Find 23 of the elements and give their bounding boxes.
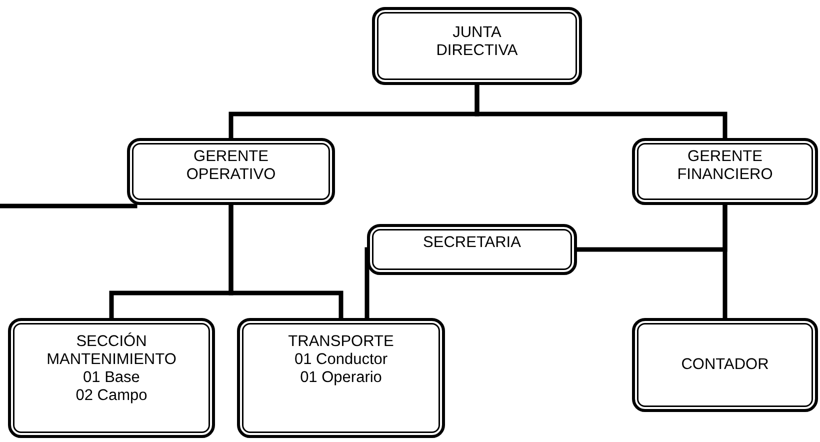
org-box (632, 318, 818, 412)
box-text: 01 Base (83, 369, 140, 387)
box-text: 02 Campo (76, 387, 148, 405)
box-text: SECRETARIA (423, 234, 521, 252)
connector-line (228, 202, 344, 320)
box-text: GERENTE FINANCIERO (676, 148, 774, 184)
box-text: JUNTA DIRECTIVA (435, 24, 519, 60)
box-text: TRANSPORTE (288, 333, 394, 351)
box-text: CONTADOR (681, 356, 769, 374)
org-box (8, 318, 215, 438)
box-text: SECCIÓN MANTENIMIENTO (46, 333, 178, 369)
connector-line (474, 82, 728, 140)
connector-line (0, 204, 138, 208)
org-box (367, 224, 577, 275)
connector-line (364, 247, 370, 320)
org-box (372, 7, 582, 85)
box-text: GERENTE OPERATIVO (185, 148, 277, 184)
box-text: 01 Conductor (294, 351, 388, 369)
box-text: 01 Operario (300, 369, 382, 387)
org-box (127, 138, 335, 205)
org-box (632, 138, 818, 205)
connector-line (574, 202, 728, 252)
org-box (237, 318, 445, 438)
